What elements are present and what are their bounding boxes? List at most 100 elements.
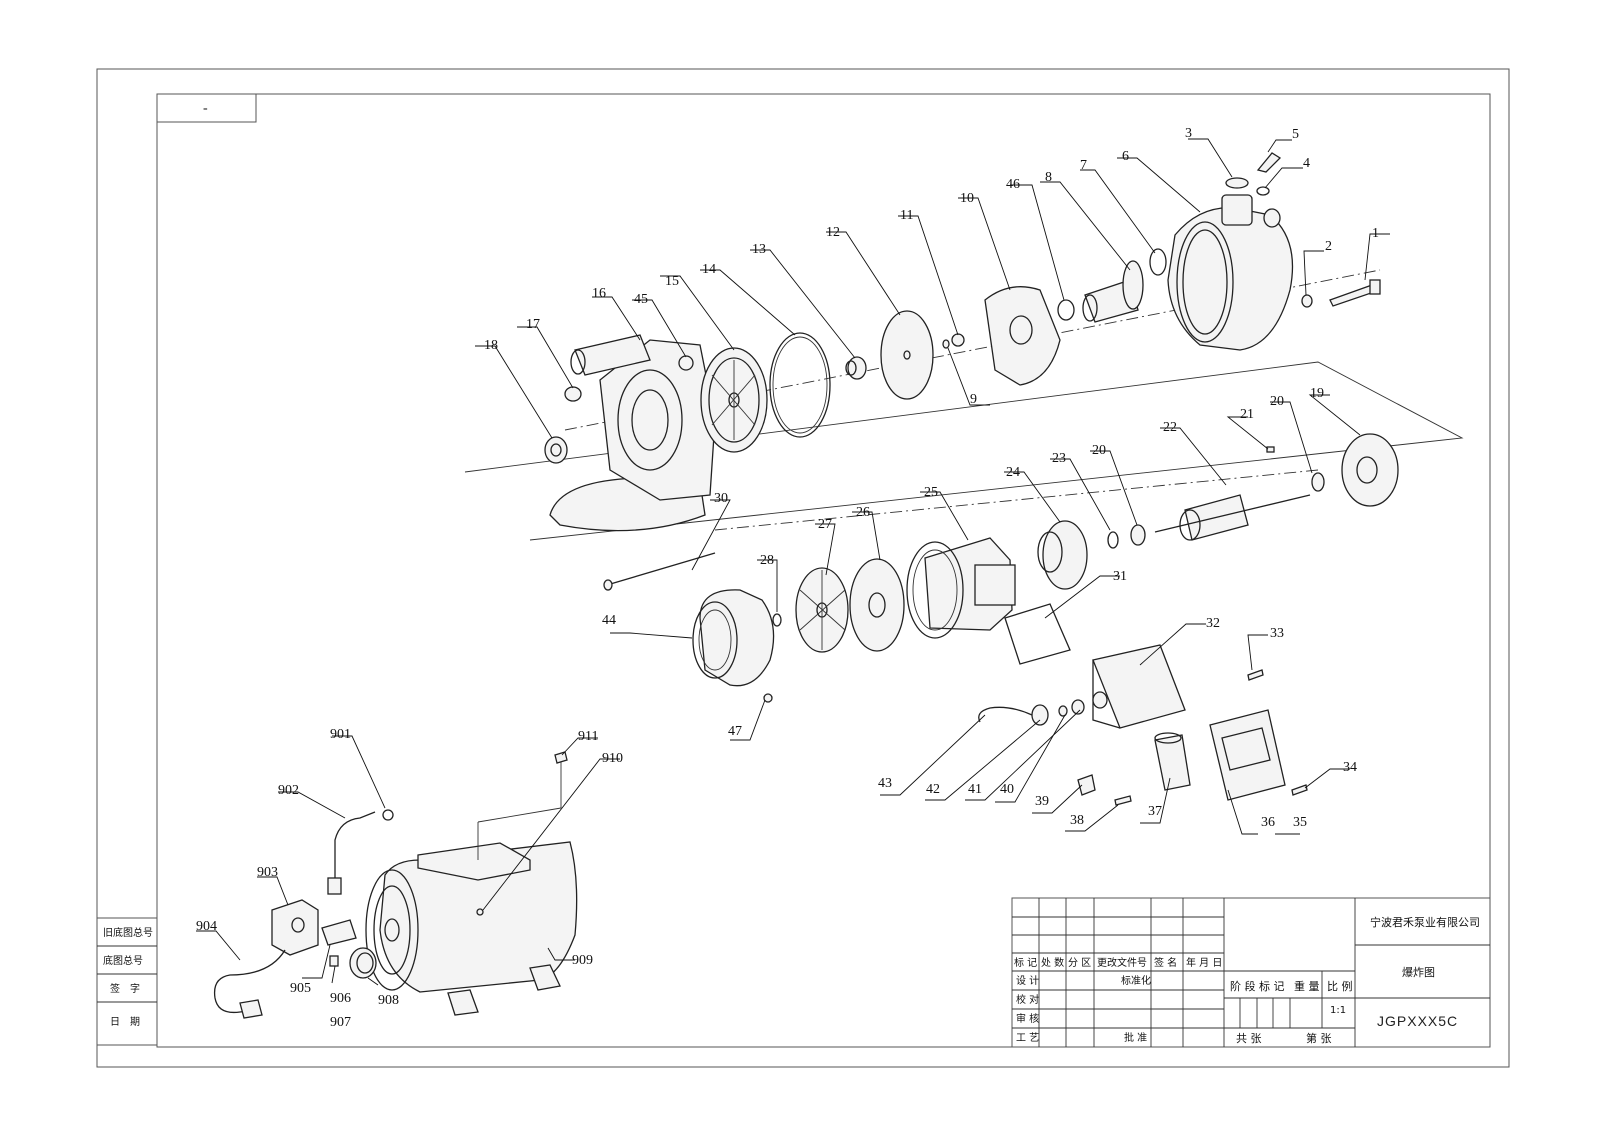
tb-row-review: 审 核 xyxy=(1016,1012,1039,1025)
part-label-908: 908 xyxy=(378,993,399,1008)
tb-scale-label: 比 例 xyxy=(1327,979,1353,993)
part-label-39: 39 xyxy=(1035,794,1049,809)
part-label-43: 43 xyxy=(878,776,892,791)
tb-company: 宁波君禾泵业有限公司 xyxy=(1370,915,1480,929)
part-label-903: 903 xyxy=(257,865,278,880)
tb-standardize: 标准化 xyxy=(1121,974,1151,987)
part-label-36: 36 xyxy=(1261,815,1275,830)
tb-scale-value: 1:1 xyxy=(1330,1005,1346,1016)
part-label-31: 31 xyxy=(1113,569,1127,584)
part-label-40: 40 xyxy=(1000,782,1014,797)
side-table-row-3: 签 字 xyxy=(110,982,140,995)
part-label-901: 901 xyxy=(330,727,351,742)
tb-sheet-num: 第 张 xyxy=(1306,1031,1332,1045)
pump-head-group xyxy=(464,152,1464,541)
part-16-bracket xyxy=(549,334,716,532)
inner-frame xyxy=(156,93,1491,1048)
part-label-8: 8 xyxy=(1045,170,1052,185)
part-10-plate xyxy=(984,286,1061,386)
part-label-3: 3 xyxy=(1185,126,1192,141)
part-27-fan xyxy=(795,567,849,653)
part-label-12: 12 xyxy=(826,225,840,240)
tb-drawing-name: 爆炸图 xyxy=(1402,965,1435,979)
part-label-46: 46 xyxy=(1006,177,1020,192)
part-label-902: 902 xyxy=(278,783,299,798)
part-label-1: 1 xyxy=(1372,226,1379,241)
part-44-fan-cover xyxy=(692,589,775,687)
part-label-13: 13 xyxy=(752,242,766,257)
part-label-47: 47 xyxy=(728,724,742,739)
part-18-nut xyxy=(544,436,568,464)
motor-group xyxy=(603,433,1399,703)
part-label-909: 909 xyxy=(572,953,593,968)
part-label-14: 14 xyxy=(702,262,716,277)
part-label-904: 904 xyxy=(196,919,217,934)
side-table-row-4: 日 期 xyxy=(110,1016,140,1028)
corner-tag-box xyxy=(156,93,257,123)
part-label-30: 30 xyxy=(714,491,728,506)
part-label-33: 33 xyxy=(1270,626,1284,641)
part-label-10: 10 xyxy=(960,191,974,206)
tb-header-5: 签 名 xyxy=(1154,956,1177,969)
part-label-45: 45 xyxy=(634,292,648,307)
tb-weight: 重 量 xyxy=(1294,979,1320,993)
part-22-rotor xyxy=(1154,494,1311,541)
part-label-21: 21 xyxy=(1240,407,1254,422)
part-label-44: 44 xyxy=(602,613,616,628)
terminal-box-group xyxy=(978,644,1308,806)
outer-frame xyxy=(96,68,1510,1068)
tb-row-check: 校 对 xyxy=(1016,993,1039,1006)
part-15-diffuser xyxy=(700,347,768,453)
part-label-11: 11 xyxy=(900,208,913,223)
part-label-7: 7 xyxy=(1080,158,1087,173)
part-label-19: 19 xyxy=(1310,386,1324,401)
leader-lines xyxy=(196,138,1390,986)
pressure-tank-group xyxy=(213,751,578,1019)
side-table-row-1: 旧底图总号 xyxy=(103,926,153,939)
part-label-22: 22 xyxy=(1163,420,1177,435)
tb-header-6: 年 月 日 xyxy=(1186,956,1222,969)
part-label-34: 34 xyxy=(1343,760,1357,775)
tb-header-2: 处 数 xyxy=(1041,956,1064,969)
part-8-venturi xyxy=(1082,260,1144,323)
part-label-905: 905 xyxy=(290,981,311,996)
part-label-2: 2 xyxy=(1325,239,1332,254)
part-label-35: 35 xyxy=(1293,815,1307,830)
part-label-907: 907 xyxy=(330,1015,351,1030)
tb-row-design: 设 计 xyxy=(1016,974,1039,987)
part-label-910: 910 xyxy=(602,751,623,766)
tb-stage-marks: 阶 段 标 记 xyxy=(1230,979,1285,993)
part-label-16: 16 xyxy=(592,286,606,301)
tb-header-4: 更改文件号 xyxy=(1097,956,1147,969)
part-label-41: 41 xyxy=(968,782,982,797)
title-block: 标 记 处 数 分 区 更改文件号 签 名 年 月 日 设 计 校 对 审 核 … xyxy=(1011,897,1491,1048)
tb-row-process: 工 艺 xyxy=(1016,1032,1039,1044)
side-table: 旧底图总号 底图总号 签 字 日 期 xyxy=(96,917,158,1046)
part-label-37: 37 xyxy=(1148,804,1162,819)
side-table-row-2: 底图总号 xyxy=(103,954,143,967)
part-label-6: 6 xyxy=(1122,149,1129,164)
part-6-casing xyxy=(1167,194,1294,351)
part-label-20b: 20 xyxy=(1092,443,1106,458)
part-label-25: 25 xyxy=(924,485,938,500)
part-25-motor-frame xyxy=(906,537,1016,639)
part-label-17: 17 xyxy=(526,317,540,332)
tb-header-3: 分 区 xyxy=(1068,957,1091,969)
part-label-26: 26 xyxy=(856,505,870,520)
part-label-27: 27 xyxy=(818,517,832,532)
part-label-28: 28 xyxy=(760,553,774,568)
part-label-42: 42 xyxy=(926,782,940,797)
tb-drawing-code: JGPXXX5C xyxy=(1377,1013,1458,1029)
part-label-911: 911 xyxy=(578,729,598,744)
part-labels: 1 2 3 4 5 6 7 8 9 10 11 12 13 14 15 16 1… xyxy=(196,126,1379,1030)
part-label-24: 24 xyxy=(1006,465,1020,480)
part-label-38: 38 xyxy=(1070,813,1084,828)
part-label-18: 18 xyxy=(484,338,498,353)
part-label-20a: 20 xyxy=(1270,394,1284,409)
part-label-32: 32 xyxy=(1206,616,1220,631)
tb-approve: 批 准 xyxy=(1124,1031,1147,1044)
tb-sheet-total: 共 张 xyxy=(1236,1032,1262,1045)
tb-header-1: 标 记 xyxy=(1014,957,1037,969)
part-label-9: 9 xyxy=(970,392,977,407)
